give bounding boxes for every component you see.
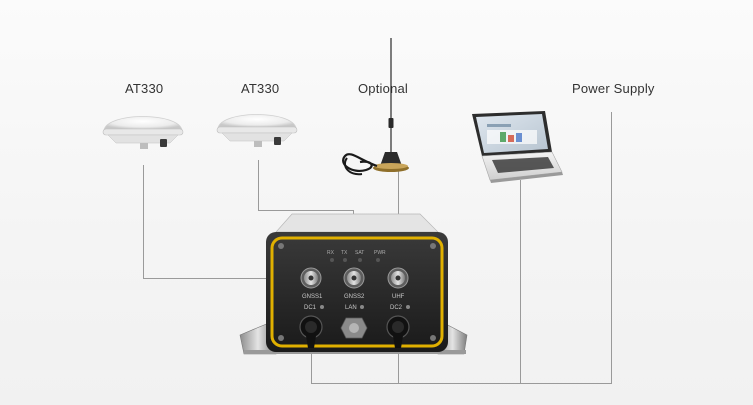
- dc2-connector: [386, 315, 410, 348]
- led-label: SAT: [355, 250, 364, 256]
- dc2-port-label: DC2: [390, 305, 403, 311]
- radio-antenna-icon: [342, 38, 409, 176]
- uhf-port-label: UHF: [392, 294, 405, 300]
- gnss-antenna-1-icon: [102, 116, 184, 149]
- led-indicator: [376, 258, 380, 262]
- power-supply-label: Power Supply: [572, 81, 655, 96]
- uhf-connector: [387, 267, 409, 289]
- led-indicator: [330, 258, 334, 262]
- laptop-icon: [472, 111, 563, 183]
- gnss1-port-label: GNSS1: [302, 294, 323, 300]
- wire-dc1-low: [311, 345, 312, 383]
- wire-antenna-1-h: [143, 278, 311, 279]
- wire-radio-low: [398, 345, 399, 383]
- wire-antenna-2: [258, 160, 259, 210]
- led-label: RX: [327, 250, 335, 256]
- radio-antenna-label: Optional: [358, 81, 409, 96]
- led-label: TX: [341, 250, 348, 256]
- dc1-connector: [299, 315, 323, 348]
- led-indicator: [358, 258, 362, 262]
- lan-port-label: LAN: [345, 305, 357, 311]
- lan-connector: [340, 317, 368, 339]
- wire-antenna-1: [143, 165, 144, 279]
- wire-bottom-bus: [311, 383, 612, 384]
- antenna-2-label: AT330: [241, 81, 280, 96]
- led-label: PWR: [374, 250, 386, 256]
- dc1-port-label: DC1: [304, 305, 317, 311]
- gnss-antenna-2-icon: [216, 114, 298, 147]
- gnss-receiver-icon: RX TX SAT PWR: [239, 213, 468, 355]
- status-led-row: RX TX SAT PWR: [327, 250, 386, 262]
- antenna-1-label: AT330: [125, 81, 164, 96]
- gnss1-connector: [300, 267, 322, 289]
- gnss2-port-label: GNSS2: [344, 294, 365, 300]
- wire-laptop: [520, 180, 521, 384]
- led-indicator: [343, 258, 347, 262]
- wire-power: [611, 112, 612, 384]
- wire-antenna-2-h: [258, 210, 354, 211]
- gnss2-connector: [343, 267, 365, 289]
